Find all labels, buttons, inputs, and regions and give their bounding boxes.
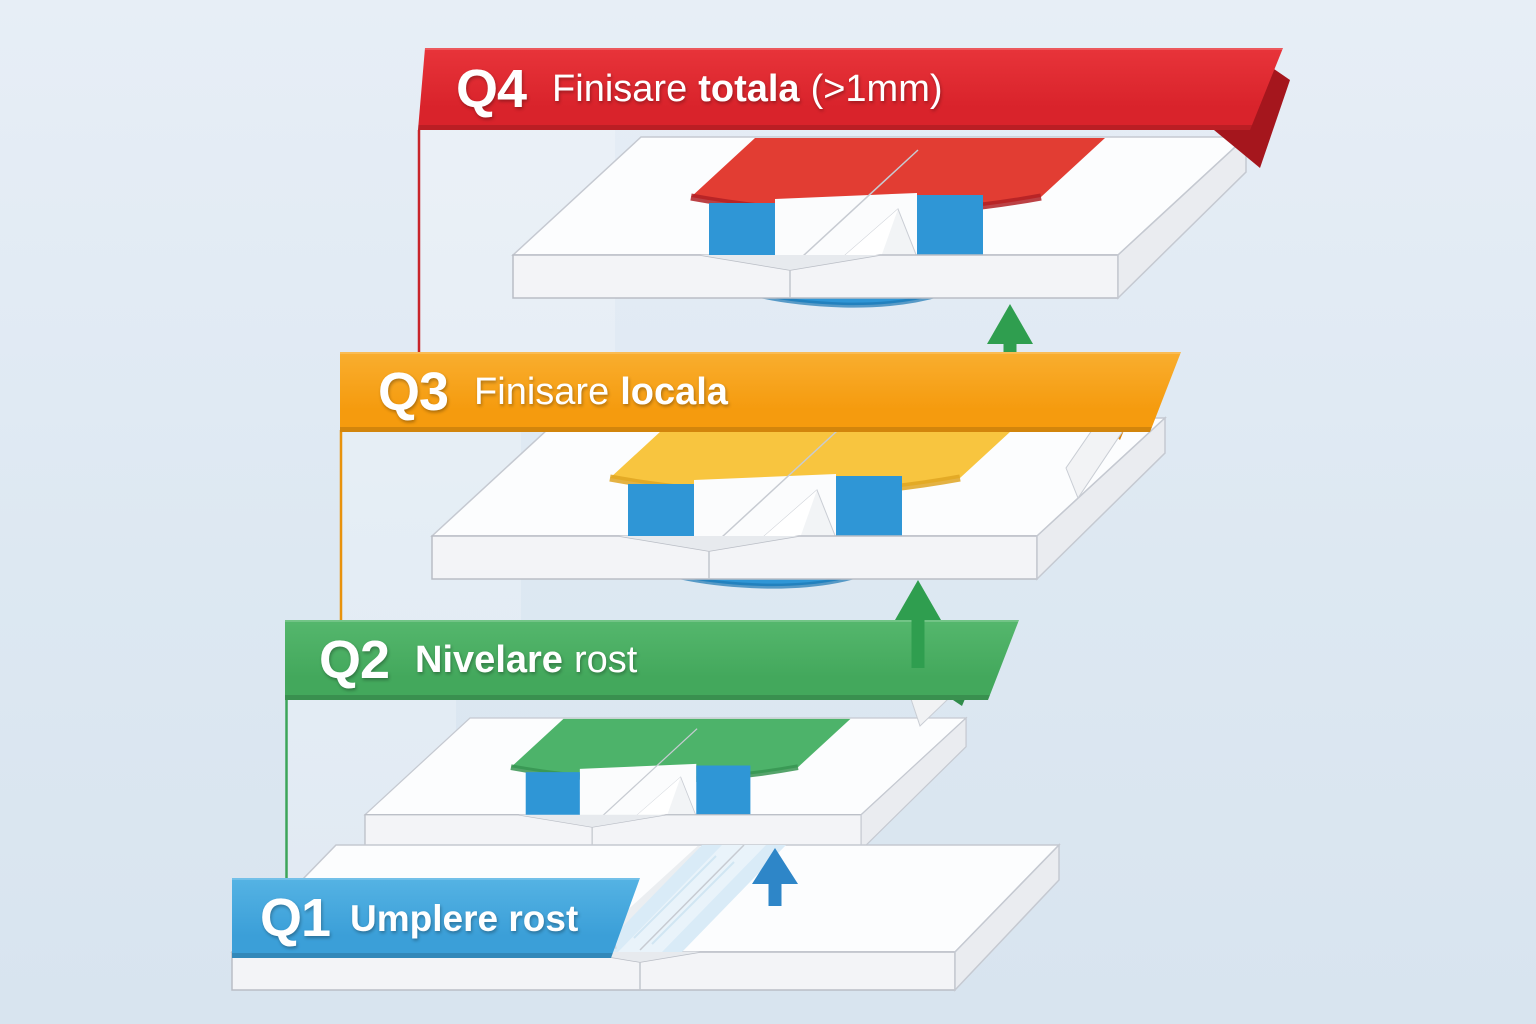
q3-panel-illustration [432, 418, 1165, 586]
label-segment: rost [573, 639, 638, 681]
level-code-q4: Q4 [456, 59, 527, 119]
q4-panel-illustration [513, 137, 1246, 305]
label-segment: locala [620, 371, 728, 413]
label-segment: totala [698, 68, 800, 110]
arrow-up-q1-to-q2 [752, 848, 798, 906]
banner-q1: Q1 Umplere rost [232, 878, 640, 958]
connector-glow-panels [286, 130, 615, 880]
level-code-q2: Q2 [319, 630, 390, 690]
label-segment: (>1mm) [810, 68, 943, 110]
level-label-q3: Finisare locala [474, 373, 728, 411]
label-segment: Finisare [474, 371, 610, 413]
label-segment: Umplere rost [350, 897, 579, 939]
level-label-q1: Umplere rost [350, 900, 578, 937]
banner-q4: Q4 Finisare totala (>1mm) [418, 48, 1283, 130]
label-segment: Nivelare [415, 639, 563, 681]
level-label-q4: Finisare totala (>1mm) [552, 70, 942, 108]
label-segment: Finisare [552, 68, 688, 110]
level-code-q3: Q3 [378, 362, 449, 422]
banner-q3: Q3 Finisare locala [340, 352, 1181, 432]
q2-panel-illustration [365, 718, 966, 856]
level-code-q1: Q1 [260, 888, 331, 948]
arrow-up-q3-to-q4 [987, 304, 1033, 360]
banner-q2: Q2 Nivelare rost [285, 620, 1019, 700]
level-label-q2: Nivelare rost [415, 641, 637, 679]
